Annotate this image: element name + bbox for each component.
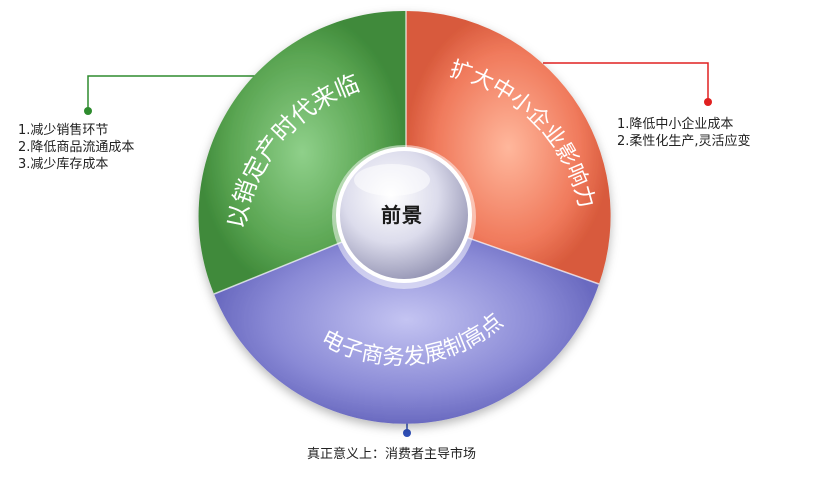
note-left-line: 1.减少销售环节 (18, 123, 109, 138)
note-left: 1.减少销售环节 2.降低商品流通成本 3.减少库存成本 (18, 122, 134, 173)
note-left-line: 3.减少库存成本 (18, 157, 109, 172)
note-right-line: 2.柔性化生产,灵活应变 (617, 134, 751, 149)
connector-left (84, 75, 255, 115)
note-left-line: 2.降低商品流通成本 (18, 140, 135, 155)
segment-bottom (214, 216, 599, 424)
connector-right (543, 62, 712, 106)
note-right: 1.降低中小企业成本 2.柔性化生产,灵活应变 (617, 116, 751, 150)
center-label: 前景 (381, 203, 423, 227)
center-hub (332, 145, 476, 289)
note-bottom: 真正意义上：消费者主导市场 (307, 447, 477, 462)
note-right-line: 1.降低中小企业成本 (617, 117, 734, 132)
pie-ring (198, 10, 611, 424)
